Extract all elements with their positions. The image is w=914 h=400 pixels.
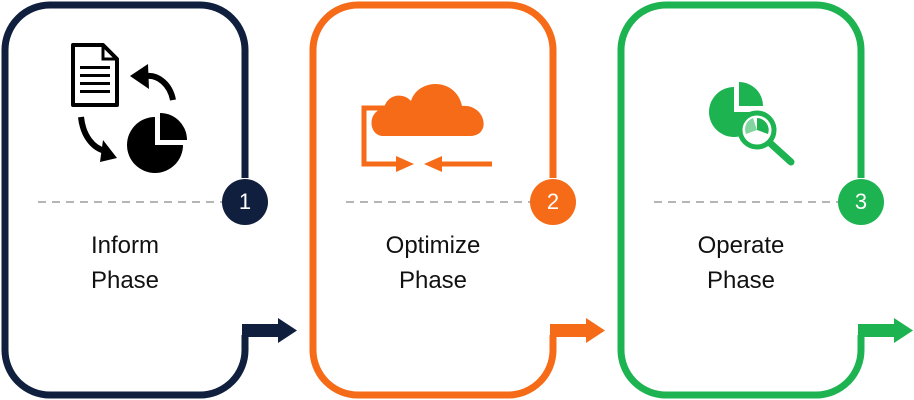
phase-label-3: Operate Phase bbox=[641, 228, 841, 298]
phase-card-2 bbox=[309, 1, 605, 399]
phase-title-3: Operate bbox=[697, 232, 785, 259]
pie-magnifier-icon bbox=[709, 82, 795, 166]
phase-number-badge-2 bbox=[530, 179, 576, 225]
phase-subtitle-1: Phase bbox=[90, 267, 160, 294]
cloud-arrows-icon bbox=[361, 83, 492, 172]
phase-card-3-border bbox=[617, 1, 865, 399]
phase-subtitle-3: Phase bbox=[706, 267, 776, 294]
phase-number-3: 3 bbox=[854, 189, 868, 214]
arrow-right-icon bbox=[550, 318, 605, 343]
phase-card-3 bbox=[617, 1, 913, 399]
phase-number-badge-1 bbox=[222, 179, 268, 225]
phase-label-1: Inform Phase bbox=[25, 228, 225, 298]
phase-number-badge-3 bbox=[838, 179, 884, 225]
phase-title-2: Optimize bbox=[385, 232, 481, 259]
phase-card-1 bbox=[1, 1, 297, 399]
phase-title-1: Inform bbox=[90, 232, 159, 259]
arrow-right-icon bbox=[242, 318, 297, 343]
phase-card-1-border bbox=[1, 1, 249, 399]
arrow-right-icon bbox=[858, 318, 913, 343]
document-pie-cycle-icon bbox=[71, 43, 187, 173]
phase-subtitle-2: Phase bbox=[398, 267, 468, 294]
phase-label-2: Optimize Phase bbox=[333, 228, 533, 298]
phase-card-2-border bbox=[309, 1, 557, 399]
phase-number-1: 1 bbox=[238, 189, 252, 214]
phase-number-2: 2 bbox=[546, 189, 560, 214]
